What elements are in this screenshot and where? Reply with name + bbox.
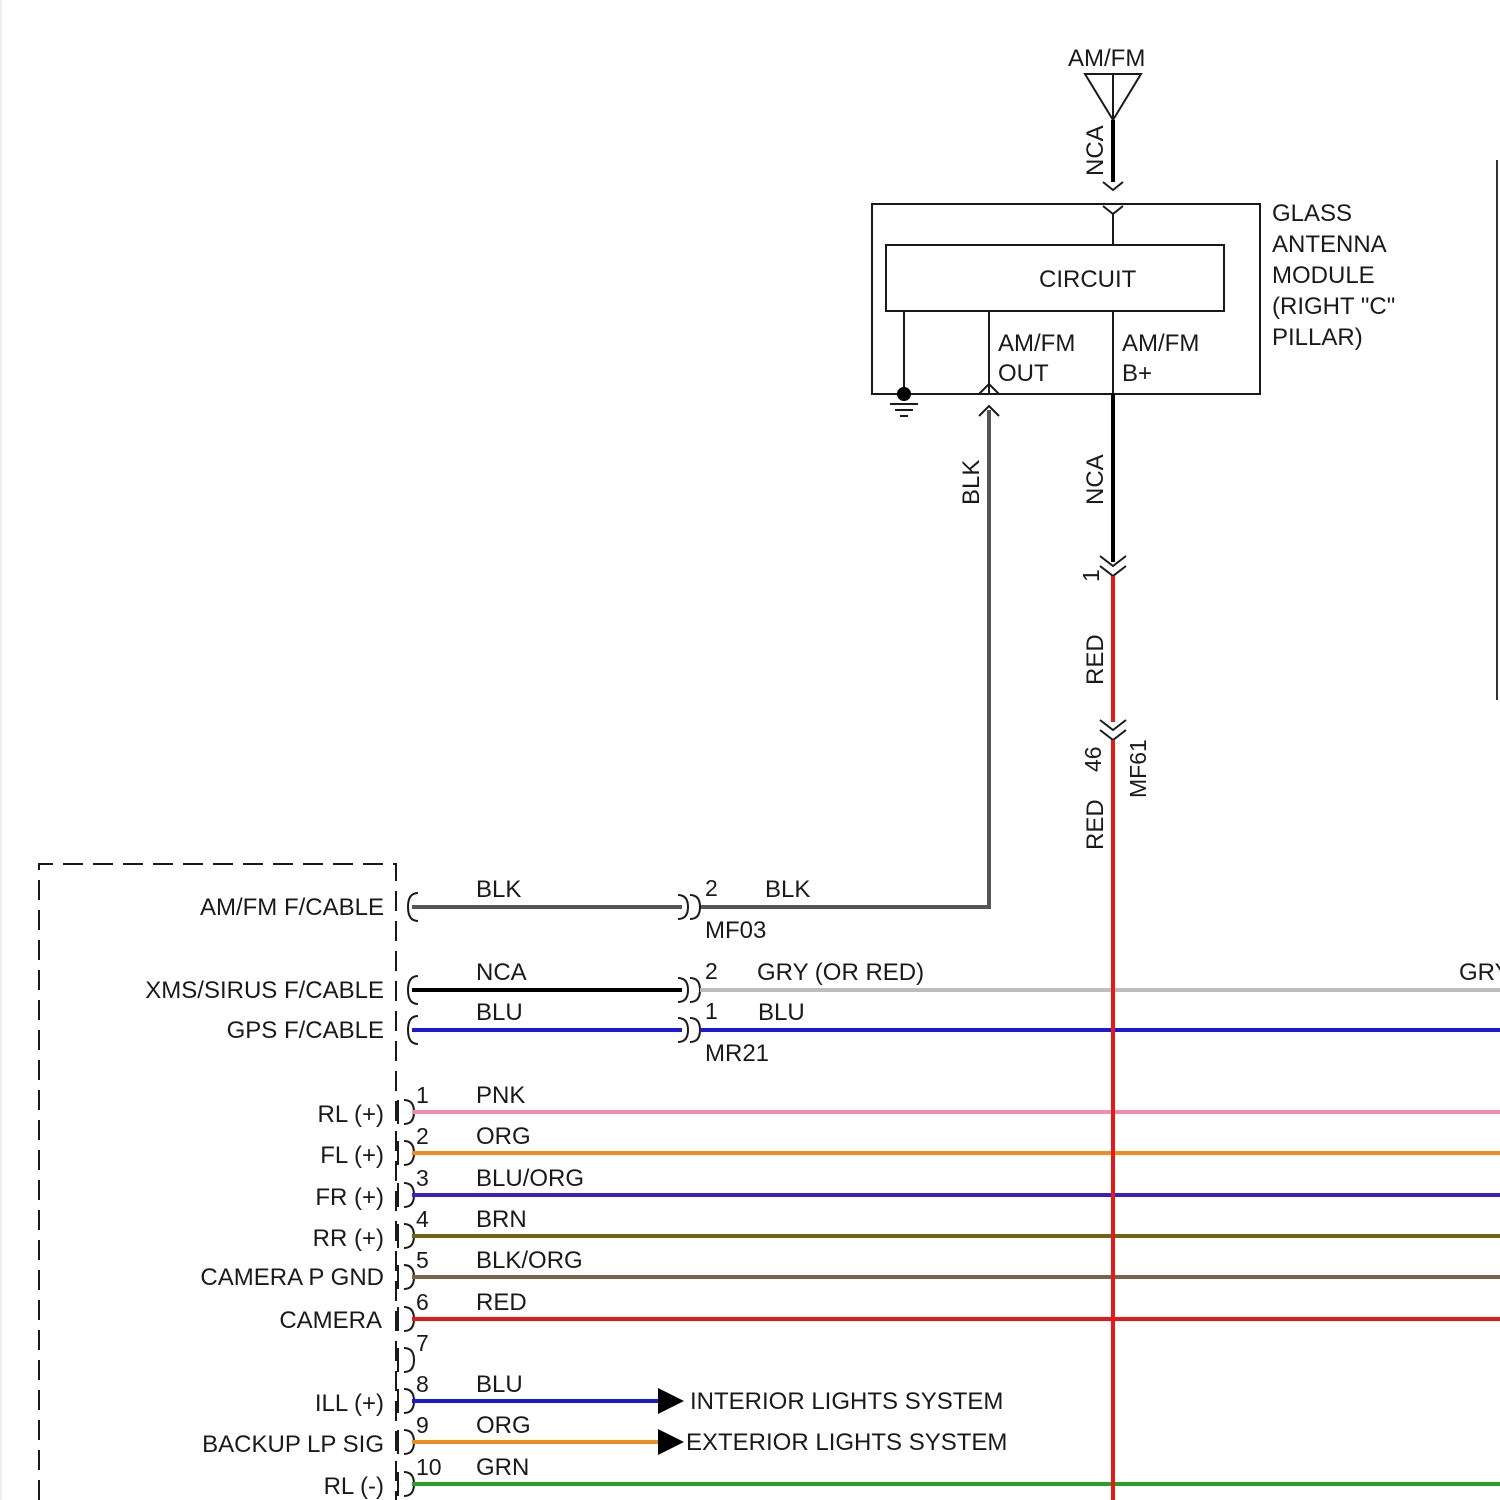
pin-number-10: 10 [416, 1454, 442, 1480]
pin-destination-8: INTERIOR LIGHTS SYSTEM [690, 1388, 1003, 1415]
pin-name-5: CAMERA P GND [200, 1264, 384, 1291]
antenna-icon [1085, 74, 1141, 120]
module-title-line-2: ANTENNA [1272, 231, 1387, 258]
bplus-connector-pin: 1 [1078, 569, 1104, 582]
red-segment-label: RED [1082, 634, 1109, 685]
pin-color-5: BLK/ORG [476, 1247, 583, 1274]
pin-name-8: ILL (+) [315, 1390, 384, 1417]
pin-number-2: 2 [416, 1123, 429, 1149]
module-title-line-3: MODULE [1272, 262, 1375, 289]
input-connector-name-3: MR21 [705, 1040, 769, 1067]
pin-name-10: RL (-) [324, 1473, 384, 1500]
input-label-1: AM/FM F/CABLE [200, 894, 384, 921]
pin-color-9: ORG [476, 1412, 531, 1439]
pin-name-4: RR (+) [313, 1225, 384, 1252]
module-title-line-5: PILLAR) [1272, 324, 1363, 351]
input-pin-1: 2 [705, 875, 718, 901]
bplus-label-line-2: B+ [1122, 360, 1152, 387]
pin-destination-9: EXTERIOR LIGHTS SYSTEM [686, 1429, 1007, 1456]
pin-number-8: 8 [416, 1371, 429, 1397]
antenna-wire-label: NCA [1082, 125, 1109, 176]
out-label-line-1: AM/FM [998, 330, 1075, 357]
input-right-color-3: BLU [758, 999, 805, 1026]
antenna-connector-male [1103, 182, 1123, 190]
pin-color-1: PNK [476, 1082, 525, 1109]
mf61-connector-name: MF61 [1125, 739, 1151, 798]
mf61-connector-icon [1100, 720, 1126, 740]
pin-name-9: BACKUP LP SIG [202, 1431, 384, 1458]
pin-color-8: BLU [476, 1371, 523, 1398]
antenna-label: AM/FM [1068, 45, 1145, 72]
arrow-icon [658, 1388, 684, 1414]
am-fm-antenna: AM/FM NCA [1068, 45, 1145, 214]
bplus-label-line-1: AM/FM [1122, 330, 1199, 357]
pin-number-1: 1 [416, 1082, 429, 1108]
pin-connector-7 [404, 1348, 414, 1372]
pin-name-1: RL (+) [318, 1101, 384, 1128]
glass-antenna-module: CIRCUIT GLASS ANTENNA MODULE (RIGHT "C" … [872, 200, 1395, 416]
blk-vertical-label: BLK [958, 460, 985, 505]
input-label-3: GPS F/CABLE [227, 1017, 384, 1044]
pin-number-4: 4 [416, 1206, 429, 1232]
vertical-wires: BLK NCA 1 RED 46 MF61 RED [700, 394, 1151, 1500]
pin-number-6: 6 [416, 1289, 429, 1315]
arrow-icon [658, 1429, 684, 1455]
input-pin-2: 2 [705, 958, 718, 984]
antenna-connector-female [1103, 206, 1123, 214]
pin-name-2: FL (+) [320, 1142, 384, 1169]
module-title-line-4: (RIGHT "C" [1272, 293, 1395, 320]
module-box [872, 204, 1260, 394]
input-left-color-2: NCA [476, 959, 527, 986]
circuit-label: CIRCUIT [1039, 266, 1137, 293]
pin-color-10: GRN [476, 1454, 529, 1481]
out-label-line-2: OUT [998, 360, 1049, 387]
mf61-pin: 46 [1080, 746, 1106, 772]
blk-wire-vertical [700, 410, 989, 907]
input-right-edge-label-2: GRY [1459, 959, 1500, 986]
input-right-color-1: BLK [765, 876, 810, 903]
red-lower-label: RED [1082, 799, 1109, 850]
module-title-line-1: GLASS [1272, 200, 1352, 227]
input-pin-3: 1 [705, 998, 718, 1024]
pin-number-7: 7 [416, 1330, 429, 1356]
ground-splice-dot [897, 387, 911, 401]
input-left-color-3: BLU [476, 999, 523, 1026]
input-label-2: XMS/SIRUS F/CABLE [145, 977, 384, 1004]
pin-color-2: ORG [476, 1123, 531, 1150]
nca-bplus-label: NCA [1082, 454, 1109, 505]
pin-name-3: FR (+) [315, 1184, 384, 1211]
pin-color-6: RED [476, 1289, 527, 1316]
ground-icon [890, 404, 918, 416]
pin-number-9: 9 [416, 1412, 429, 1438]
pin-number-3: 3 [416, 1165, 429, 1191]
input-left-color-1: BLK [476, 876, 521, 903]
pin-color-3: BLU/ORG [476, 1165, 584, 1192]
pin-name-6: CAMERA [279, 1307, 382, 1334]
input-connector-name-1: MF03 [705, 917, 766, 944]
pin-color-4: BRN [476, 1206, 527, 1233]
pin-number-5: 5 [416, 1247, 429, 1273]
input-right-color-2: GRY (OR RED) [757, 959, 924, 986]
